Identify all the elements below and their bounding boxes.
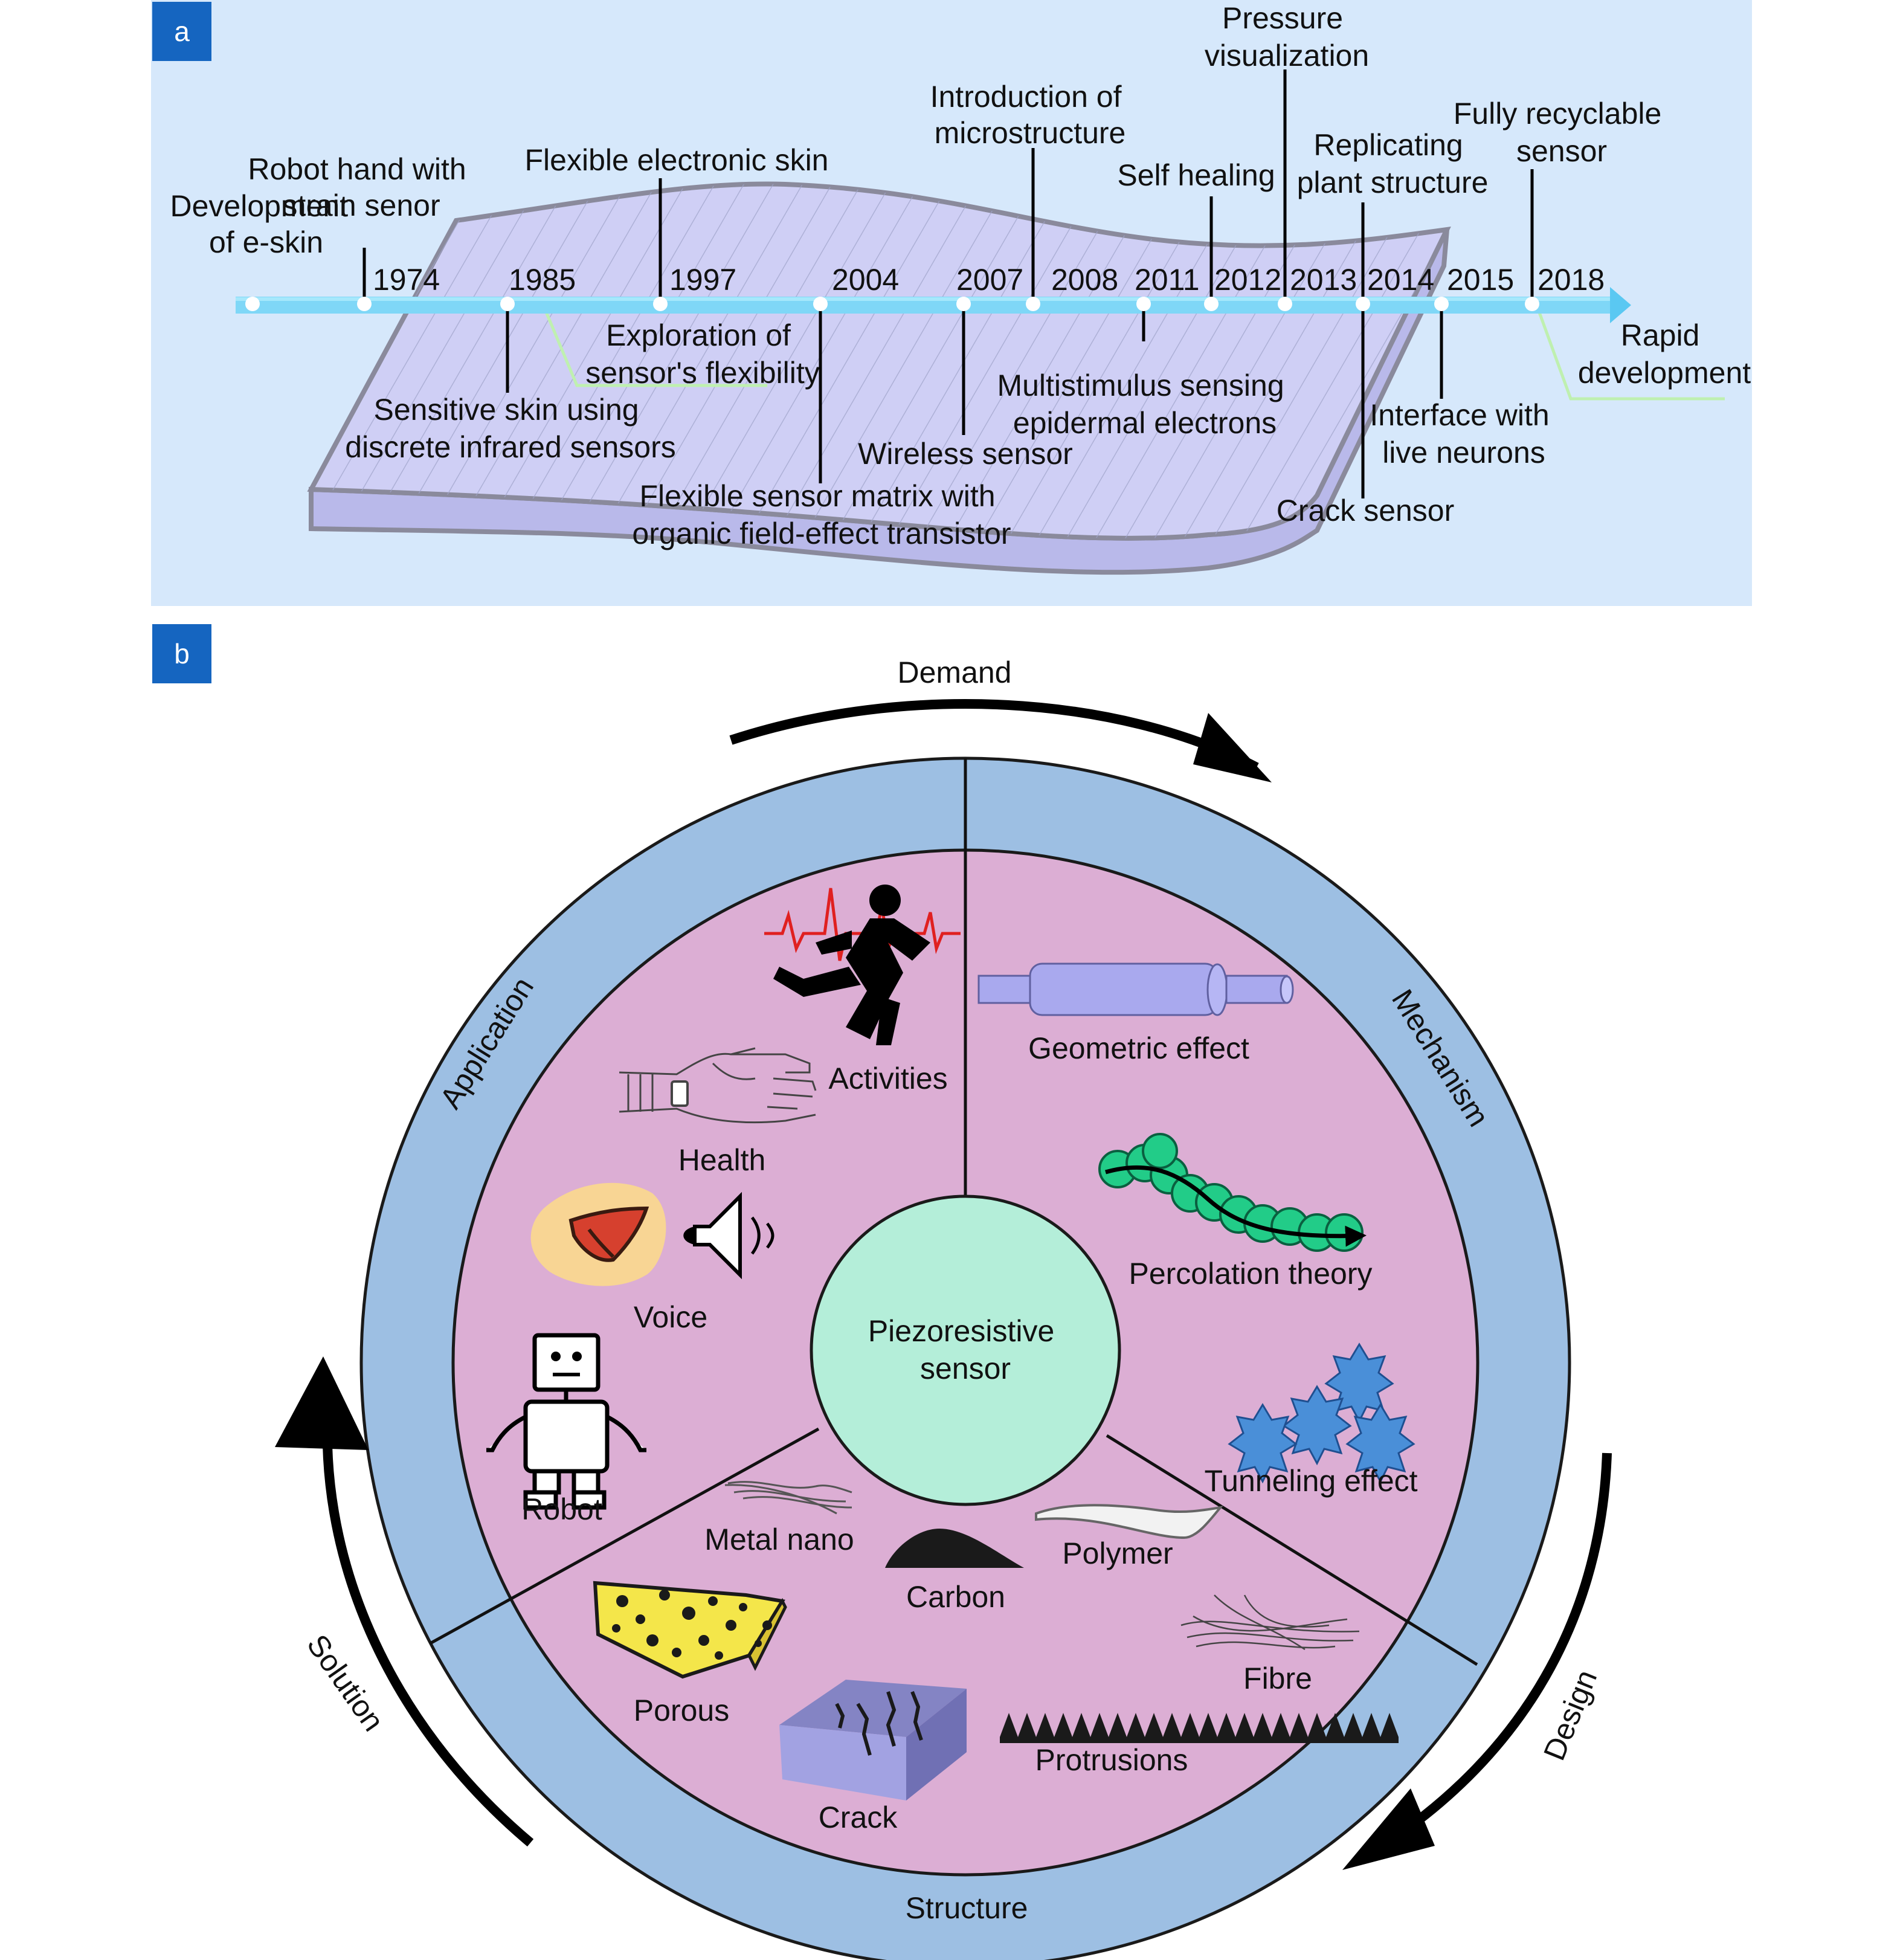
label-polymer: Polymer: [1062, 1536, 1173, 1570]
event-robot-hand: Robot hand with strain senor: [248, 152, 474, 222]
event-crack-sensor: Crack sensor: [1277, 494, 1455, 527]
spiky-particles-icon: [1228, 1343, 1415, 1484]
year-label: 2014: [1367, 263, 1434, 297]
flexible-sheet-graphic: [307, 181, 1451, 575]
demand-arrow: [729, 699, 1259, 772]
nanowire-icon: [724, 1481, 852, 1515]
robot-icon: [486, 1333, 646, 1510]
event-flexibility: Exploration of sensor's flexibility: [585, 318, 819, 390]
year-label: 2011: [1135, 263, 1200, 297]
event-dev-eskin: Development of e-skin: [170, 189, 356, 259]
fibre-group: Fibre: [1180, 1594, 1360, 1695]
polymer-group: Polymer: [1035, 1504, 1223, 1570]
label-activities: Activities: [828, 1062, 947, 1095]
solution-arrow: [322, 1389, 534, 1847]
events-below: Sensitive skin using discrete infrared s…: [345, 318, 1751, 550]
event-wireless: Wireless sensor: [858, 437, 1073, 471]
panel-a-tag-label: a: [174, 16, 190, 47]
event-pressure-visualization: Pressure visualization: [1205, 1, 1369, 73]
percolation-path-arrow: [1105, 1165, 1367, 1247]
year-label: 2004: [832, 263, 899, 297]
label-porous: Porous: [634, 1694, 729, 1727]
voice-group: Voice: [530, 1182, 774, 1334]
event-neurons: Interface with live neurons: [1370, 398, 1557, 469]
carbon-group: Carbon: [885, 1529, 1024, 1614]
green-guide-left: [539, 298, 767, 387]
cracked-block-icon: [779, 1680, 967, 1800]
events-above: Development of e-skin Robot hand with st…: [170, 1, 1670, 259]
label-protrusions: Protrusions: [1035, 1743, 1188, 1777]
robot-group: Robot: [486, 1333, 646, 1526]
metal-nano-group: Metal nano: [704, 1481, 854, 1556]
timeline-nodes: [245, 297, 1539, 311]
label-health: Health: [678, 1143, 766, 1177]
label-metal-nano: Metal nano: [704, 1523, 854, 1556]
event-rapid-development: Rapid development: [1578, 318, 1751, 390]
wrist-sensor-icon: [671, 1080, 689, 1107]
porous-group: Porous: [593, 1581, 787, 1727]
year-label: 2008: [1051, 263, 1118, 297]
hand-sensor-icon: [619, 1047, 817, 1124]
year-label: 1997: [669, 263, 736, 297]
activities-group: Activities: [764, 885, 961, 1095]
crack-group: Crack: [779, 1680, 967, 1834]
timeline-years: 1974 1985 1997 2004 2007 2008 2011 2012 …: [373, 263, 1605, 297]
percolation-group: Percolation theory: [1098, 1133, 1373, 1291]
sponge-icon: [593, 1581, 787, 1679]
year-label: 2015: [1447, 263, 1514, 297]
label-carbon: Carbon: [906, 1580, 1005, 1614]
event-recyclable: Fully recyclable sensor: [1454, 97, 1670, 168]
event-flexible-eskin: Flexible electronic skin: [525, 143, 829, 177]
timeline-arrowhead: [1610, 287, 1631, 323]
label-geometric-effect: Geometric effect: [1028, 1031, 1249, 1065]
cycle-label-demand: Demand: [898, 656, 1012, 689]
panel-b-tag-label: b: [174, 638, 190, 669]
label-fibre: Fibre: [1243, 1662, 1312, 1695]
event-ofet: Flexible sensor matrix with organic fiel…: [632, 479, 1011, 550]
polymer-film-icon: [1035, 1504, 1223, 1539]
year-label: 2012: [1214, 263, 1281, 297]
panel-b-tag: [152, 624, 211, 683]
year-label: 2007: [956, 263, 1023, 297]
protrusions-group: Protrusions: [1000, 1713, 1399, 1777]
tunneling-group: Tunneling effect: [1204, 1343, 1418, 1498]
runner-icon: [773, 885, 930, 1045]
design-arrow: [1374, 1452, 1612, 1853]
ring-label-structure: Structure: [906, 1891, 1028, 1925]
year-label: 2013: [1290, 263, 1357, 297]
panel-b: b Piezoresistive sensor Application Mech…: [152, 624, 1612, 1960]
label-tunneling-effect: Tunneling effect: [1204, 1464, 1417, 1498]
event-plant-structure: Replicating plant structure: [1297, 128, 1489, 199]
geometric-group: Geometric effect: [977, 962, 1294, 1065]
divider-left: [429, 1427, 820, 1645]
year-label: 1974: [373, 263, 440, 297]
event-infrared: Sensitive skin using discrete infrared s…: [345, 393, 675, 464]
event-self-healing: Self healing: [1117, 158, 1275, 192]
center-label: Piezoresistive sensor: [868, 1314, 1063, 1385]
panel-a: a: [151, 0, 1752, 606]
event-multistimulus: Multistimulus sensing epidermal electron…: [997, 369, 1292, 440]
label-robot: Robot: [521, 1492, 602, 1526]
carbon-powder-icon: [885, 1529, 1024, 1568]
divider-right: [1106, 1434, 1478, 1666]
center-circle: [810, 1194, 1121, 1506]
health-group: Health: [619, 1047, 817, 1177]
cylinder-icon: [977, 975, 1034, 1004]
protrusions-icon: [1000, 1713, 1399, 1743]
speaker-icon: [683, 1191, 774, 1280]
fibre-mesh-icon: [1180, 1594, 1360, 1651]
panel-a-tag: [152, 2, 211, 61]
year-label: 2018: [1538, 263, 1605, 297]
year-label: 1985: [509, 263, 576, 297]
label-percolation-theory: Percolation theory: [1129, 1257, 1372, 1291]
event-microstructure: Introduction of microstructure: [930, 80, 1130, 150]
green-guide-right: [1533, 298, 1725, 401]
label-voice: Voice: [634, 1300, 707, 1334]
label-crack: Crack: [819, 1800, 898, 1834]
